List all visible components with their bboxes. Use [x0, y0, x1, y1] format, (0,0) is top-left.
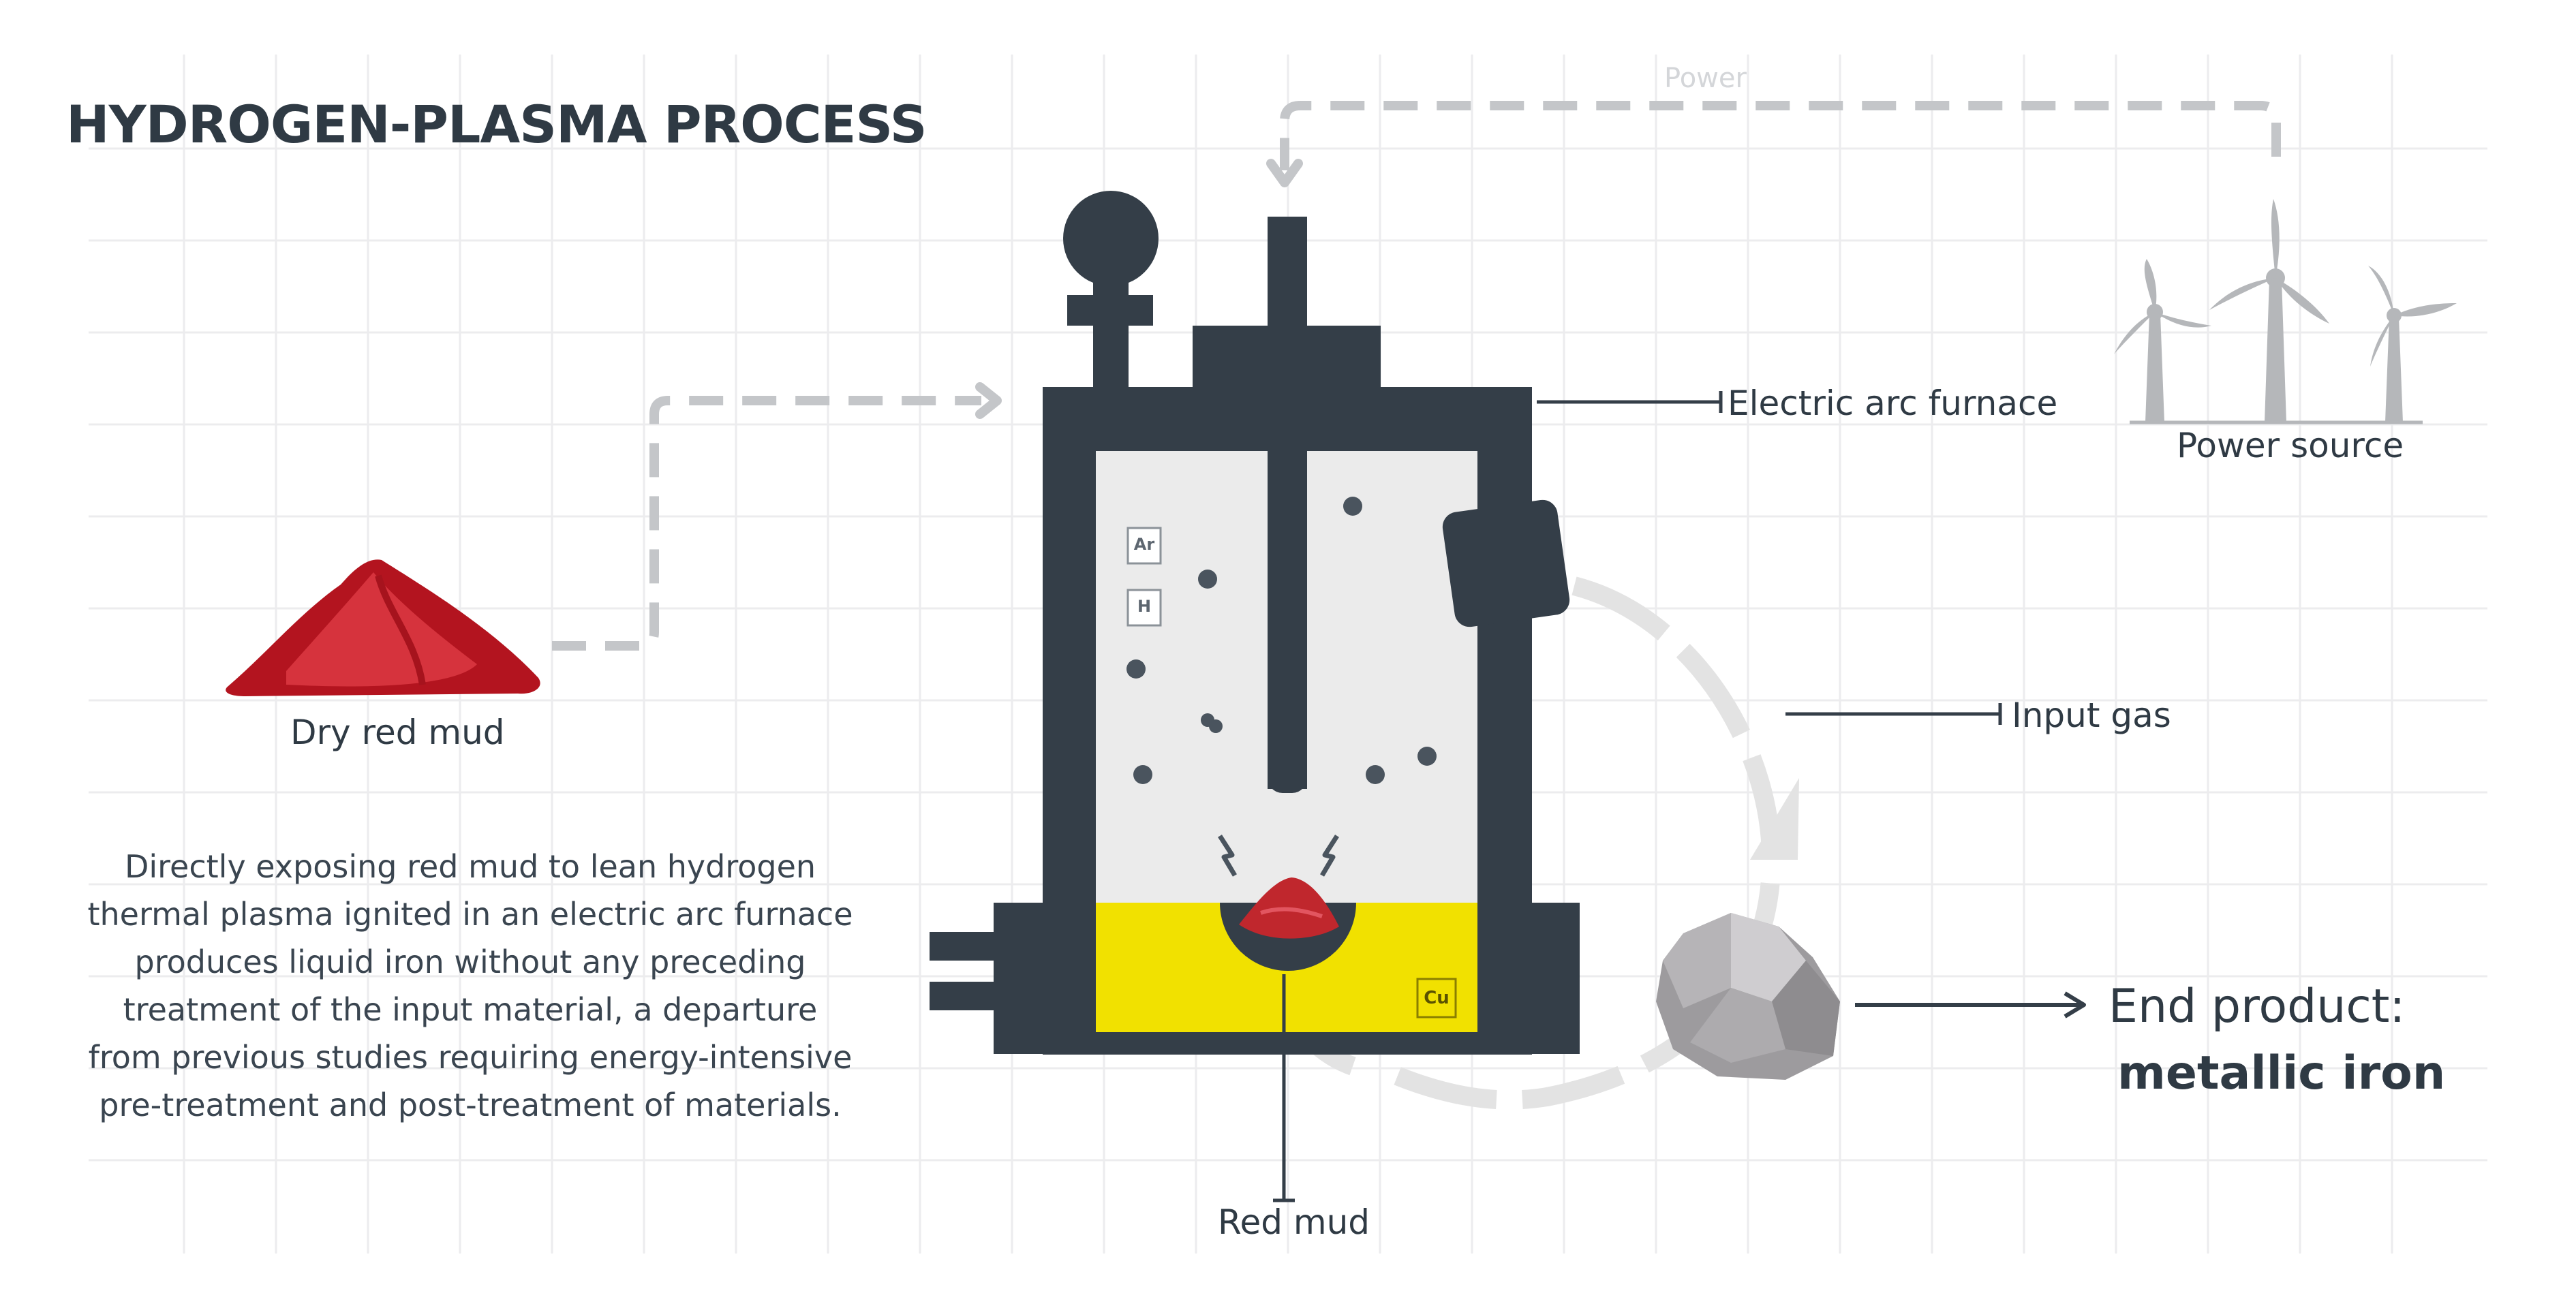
page-title: HYDROGEN-PLASMA PROCESS [66, 94, 927, 155]
feed-arrowhead [975, 382, 1002, 419]
gas-particles [1126, 497, 1437, 784]
copper-tile [1416, 978, 1457, 1018]
spark-right-icon [1319, 835, 1339, 877]
hydrogen-symbol: H [1137, 597, 1152, 616]
furnace-valve-ball [1063, 191, 1159, 286]
electrode [1268, 217, 1307, 789]
argon-symbol: Ar [1133, 535, 1155, 554]
dry-red-mud-pile [226, 559, 540, 696]
power-source-label: Power source [2177, 426, 2404, 465]
gas-inlet-port [1442, 499, 1570, 627]
cycle-arrowhead-up [1750, 778, 1799, 860]
process-description: Directly exposing red mud to lean hydrog… [87, 848, 853, 1123]
end-product-arrow [1855, 991, 2086, 1018]
electric-arc-furnace-label: Electric arc furnace [1728, 384, 2058, 423]
power-label: Power [1664, 63, 1747, 94]
feed-flow-line [552, 396, 981, 651]
label-pointers [1537, 391, 2002, 725]
power-flow-line [1280, 101, 2281, 170]
spark-left-icon [1218, 835, 1238, 877]
end-product-label: End product: [2109, 980, 2406, 1033]
argon-tile [1126, 527, 1162, 565]
cycle-arc-right [1386, 576, 1781, 1110]
metallic-iron-rock [1656, 913, 1840, 1080]
copper-symbol: Cu [1424, 988, 1450, 1008]
power-arrowhead [1266, 159, 1303, 187]
red-mud-label: Red mud [1218, 1202, 1370, 1242]
input-gas-label: Input gas [2012, 696, 2171, 735]
electric-arc-furnace [930, 191, 1580, 1202]
dry-red-mud-label: Dry red mud [290, 713, 505, 752]
wind-turbines-icon [2114, 199, 2457, 424]
end-product-value: metallic iron [2117, 1046, 2446, 1100]
hydrogen-tile [1126, 589, 1162, 627]
